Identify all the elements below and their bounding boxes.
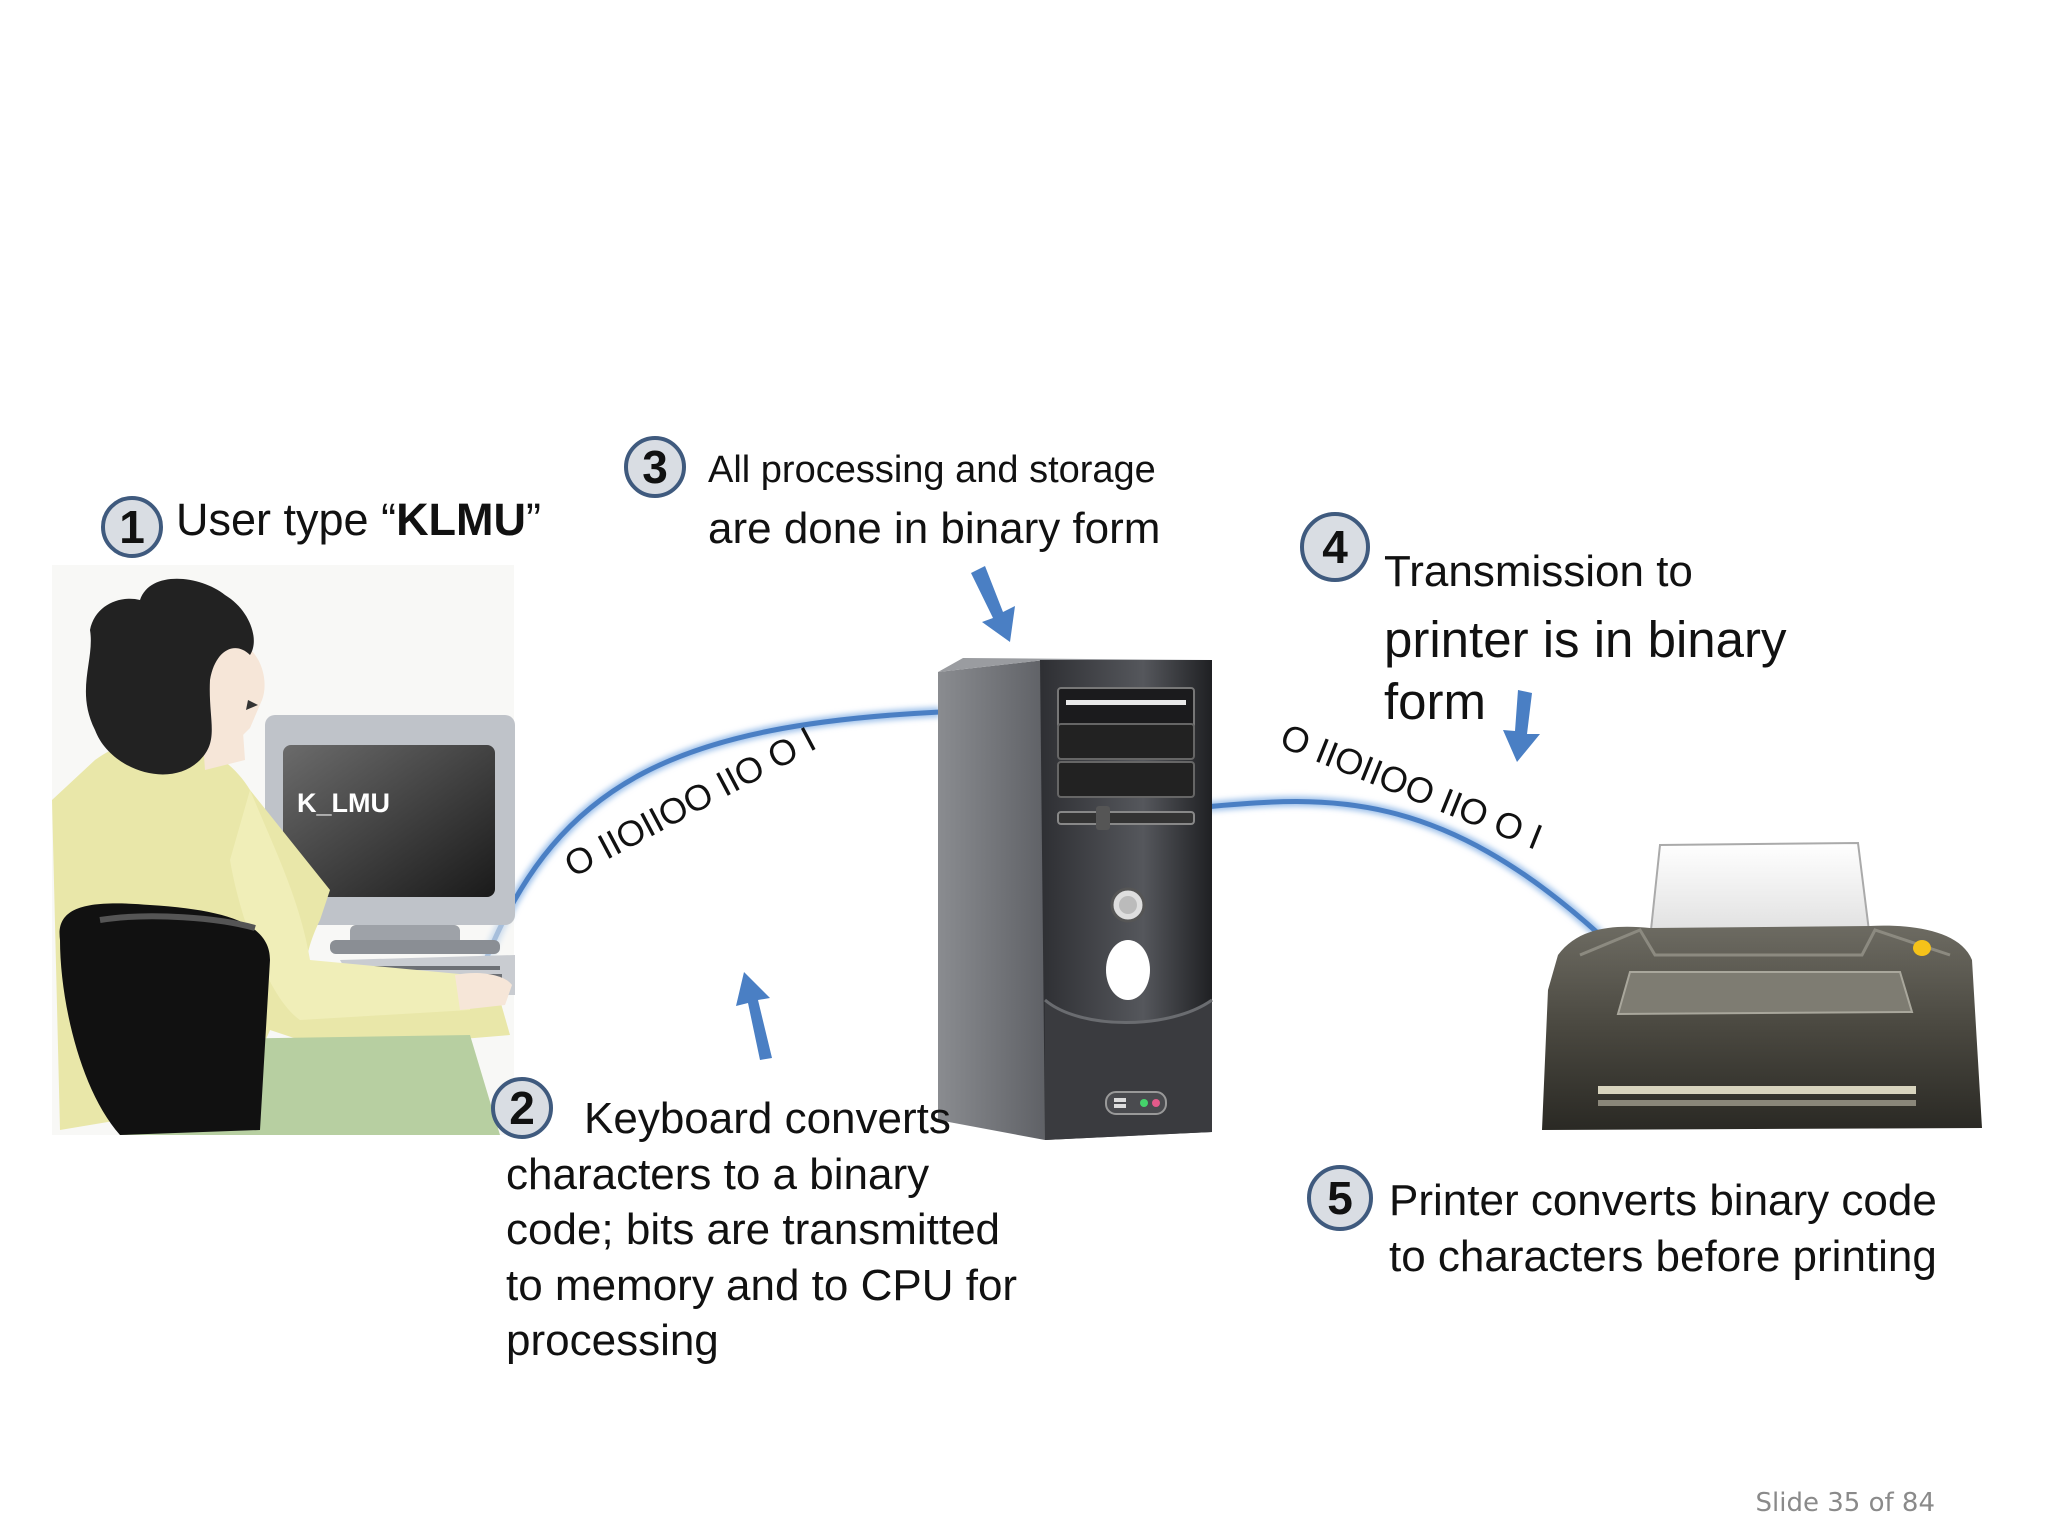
- user-at-computer-illustration: [52, 565, 515, 1135]
- step-4-line-2: printer is in binary: [1384, 611, 1787, 668]
- step-2-line-5: processing: [506, 1316, 719, 1365]
- step-5-badge: 5: [1307, 1165, 1373, 1231]
- step-2-badge: 2: [491, 1077, 553, 1139]
- slide-counter: Slide 35 of 84: [1755, 1488, 1935, 1518]
- step-1-prefix: User type “: [176, 494, 397, 545]
- step-2-line-1: Keyboard converts: [584, 1094, 951, 1143]
- data-flow-lines: [482, 707, 1604, 959]
- step-3-badge: 3: [624, 436, 686, 498]
- step-1-keyword: KLMU: [396, 494, 527, 545]
- pointer-arrows: [736, 566, 1540, 1060]
- step-2-line-4: to memory and to CPU for: [506, 1261, 1018, 1310]
- step-1-suffix: ”: [526, 494, 542, 545]
- step-2-line-2: characters to a binary: [506, 1150, 930, 1199]
- step-4-line-3: form: [1384, 673, 1486, 730]
- step-5-line-2: to characters before printing: [1389, 1232, 1937, 1281]
- step-4-badge: 4: [1300, 512, 1370, 582]
- printer-illustration: [1542, 841, 1982, 1130]
- step-1-label: User type “KLMU”: [176, 494, 541, 546]
- step-4-line-1: Transmission to: [1384, 547, 1693, 596]
- step-1-badge: 1: [101, 496, 163, 558]
- step-3-line-1: All processing and storage: [708, 449, 1156, 491]
- step-5-line-1: Printer converts binary code: [1389, 1176, 1937, 1225]
- step-3-line-2: are done in binary form: [708, 504, 1161, 553]
- step-2-line-3: code; bits are transmitted: [506, 1205, 1001, 1254]
- monitor-screen-text: K_LMU: [297, 788, 390, 818]
- computer-tower-illustration: [938, 658, 1213, 1140]
